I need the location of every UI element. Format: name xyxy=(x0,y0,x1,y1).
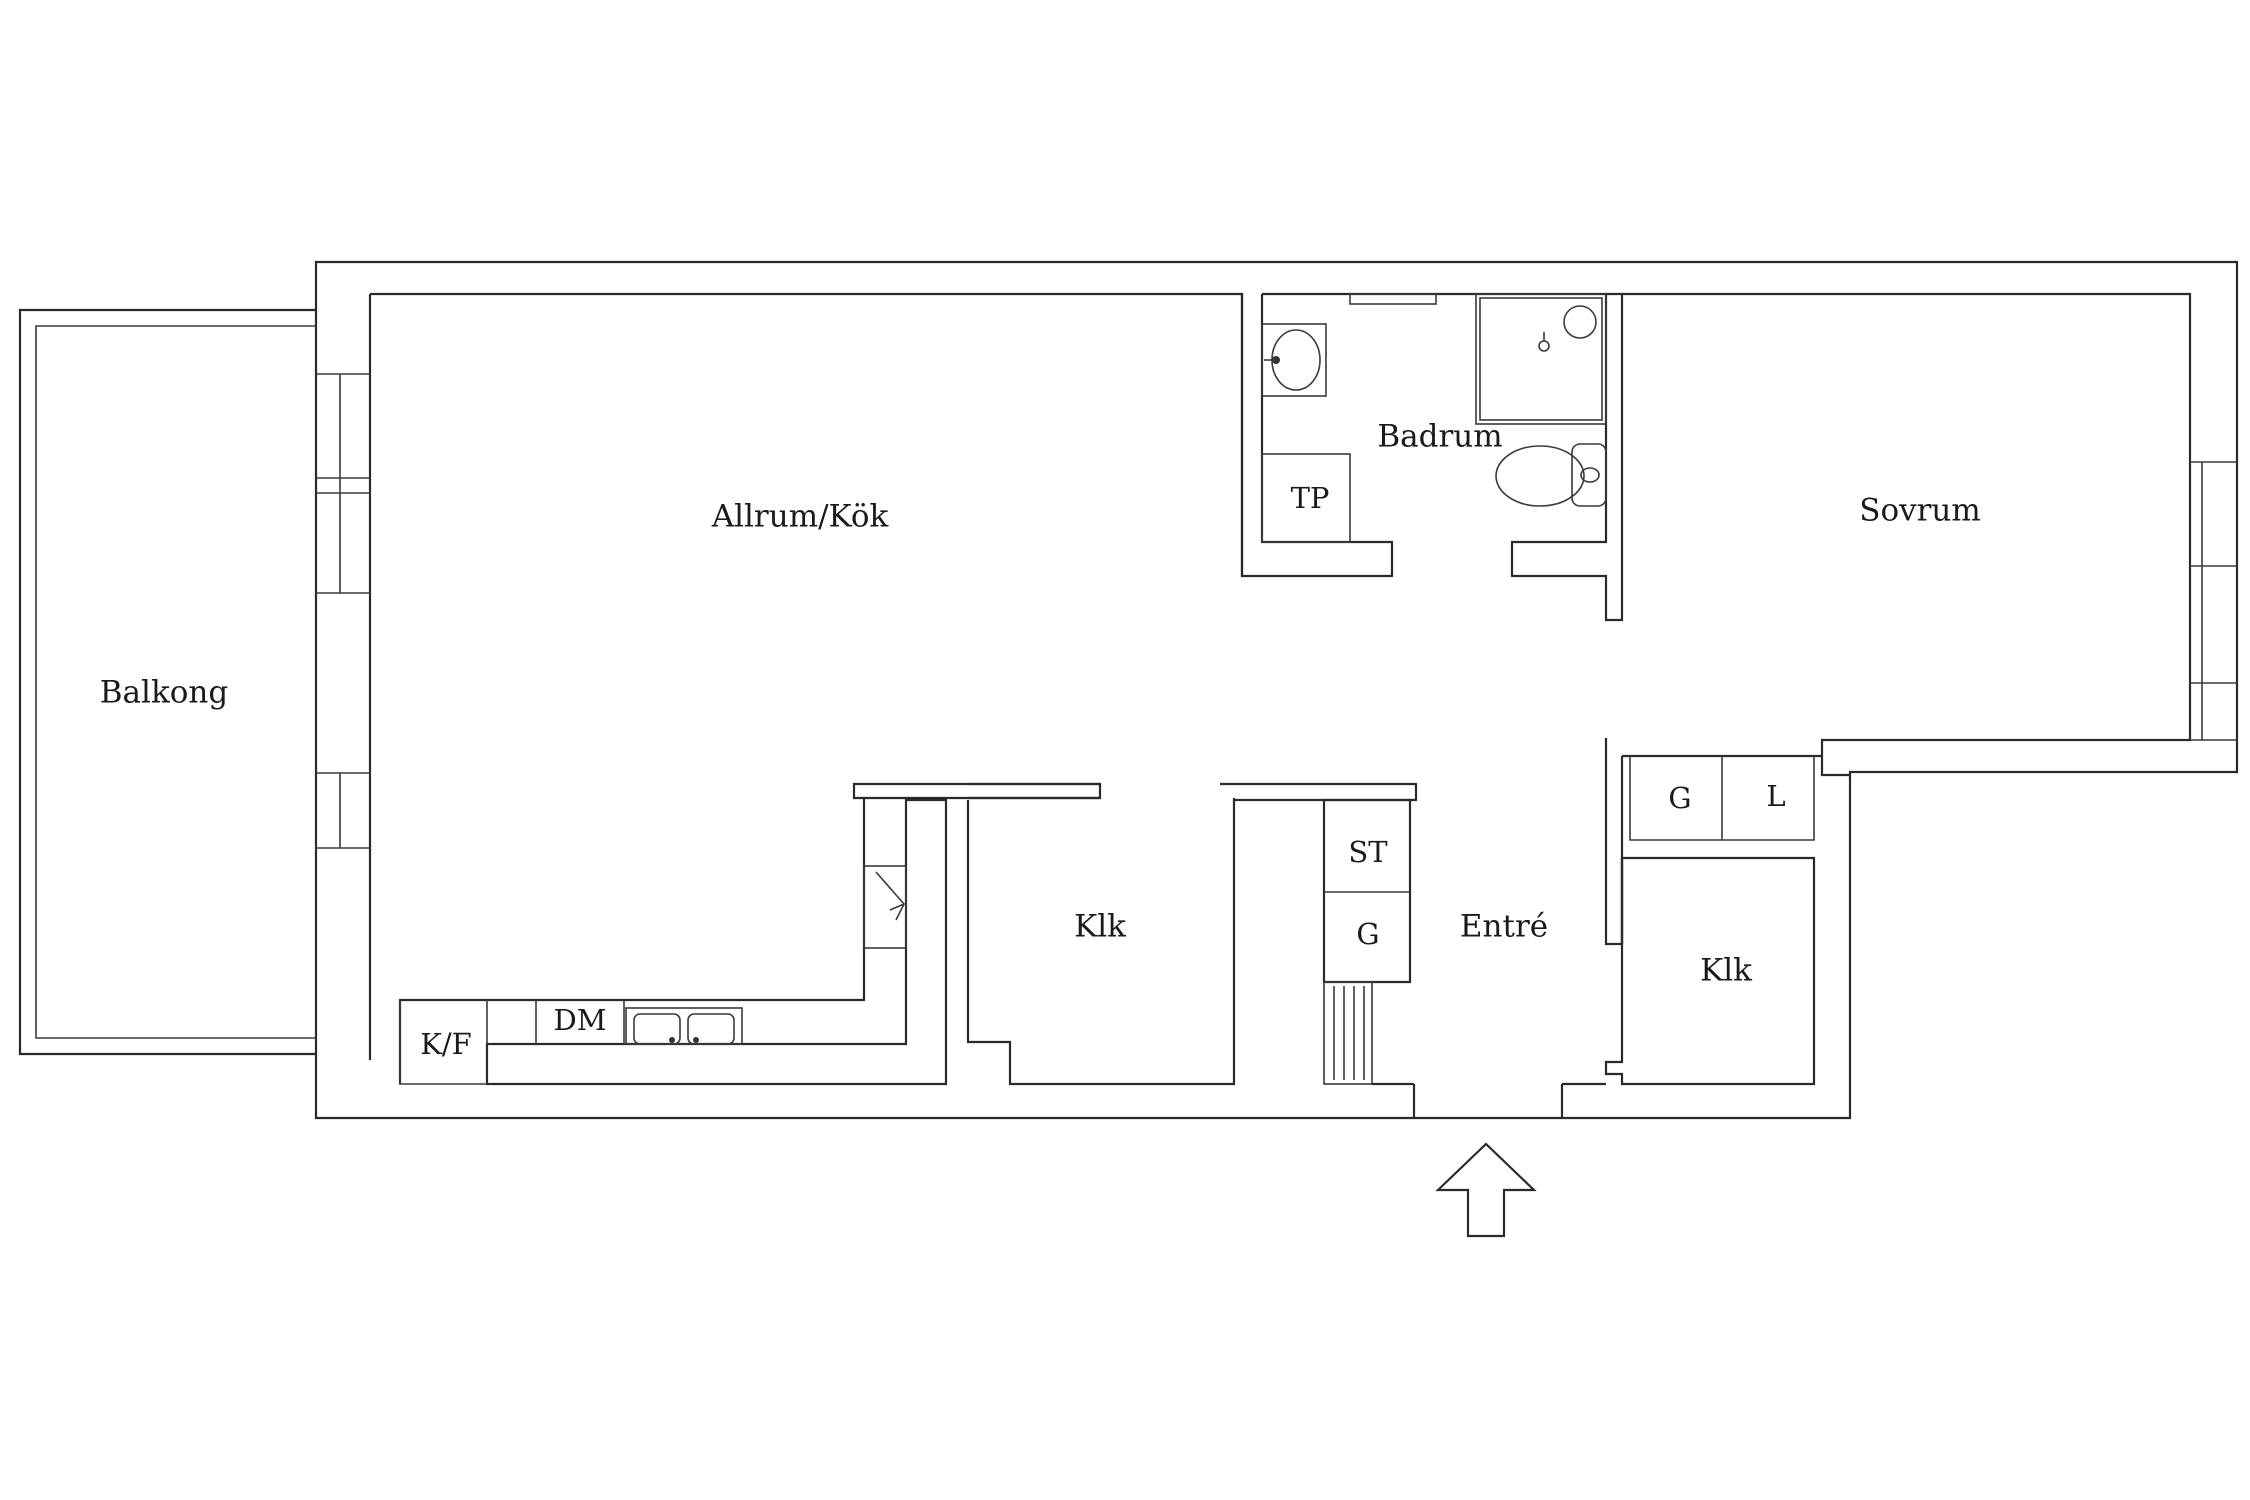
balcony-windows xyxy=(316,373,370,849)
label-entrance: Entré xyxy=(1460,909,1548,945)
bedroom-wardrobes xyxy=(1604,738,1822,1086)
label-linen: L xyxy=(1766,779,1785,813)
label-closet-left: Klk xyxy=(1074,909,1126,945)
entry-arrow-icon xyxy=(1435,1142,1537,1238)
label-dishwasher: DM xyxy=(554,1003,607,1037)
outer-walls xyxy=(314,260,2239,1120)
balcony xyxy=(18,308,316,1056)
toilet-icon xyxy=(1495,443,1607,507)
label-wardrobe-entrance: G xyxy=(1356,917,1379,951)
label-wardrobe-bedroom: G xyxy=(1668,781,1691,815)
label-bedroom: Sovrum xyxy=(1859,493,1981,529)
label-fridge-freezer: K/F xyxy=(420,1027,472,1061)
bathroom xyxy=(1240,292,1624,622)
radiator-icon xyxy=(1323,981,1373,1085)
label-balcony: Balkong xyxy=(100,675,228,711)
kitchen xyxy=(398,782,1102,1086)
kitchen-sink-icon xyxy=(625,1007,743,1045)
closet-left xyxy=(966,782,1418,1086)
label-toilet-paper: TP xyxy=(1291,481,1330,515)
sink-icon xyxy=(1261,323,1327,397)
label-closet-right: Klk xyxy=(1700,953,1752,989)
entrance xyxy=(1322,798,1606,1118)
label-bathroom: Badrum xyxy=(1377,419,1502,455)
shower-icon xyxy=(1475,293,1607,425)
label-living-kitchen: Allrum/Kök xyxy=(711,499,889,535)
label-storage: ST xyxy=(1348,835,1388,869)
